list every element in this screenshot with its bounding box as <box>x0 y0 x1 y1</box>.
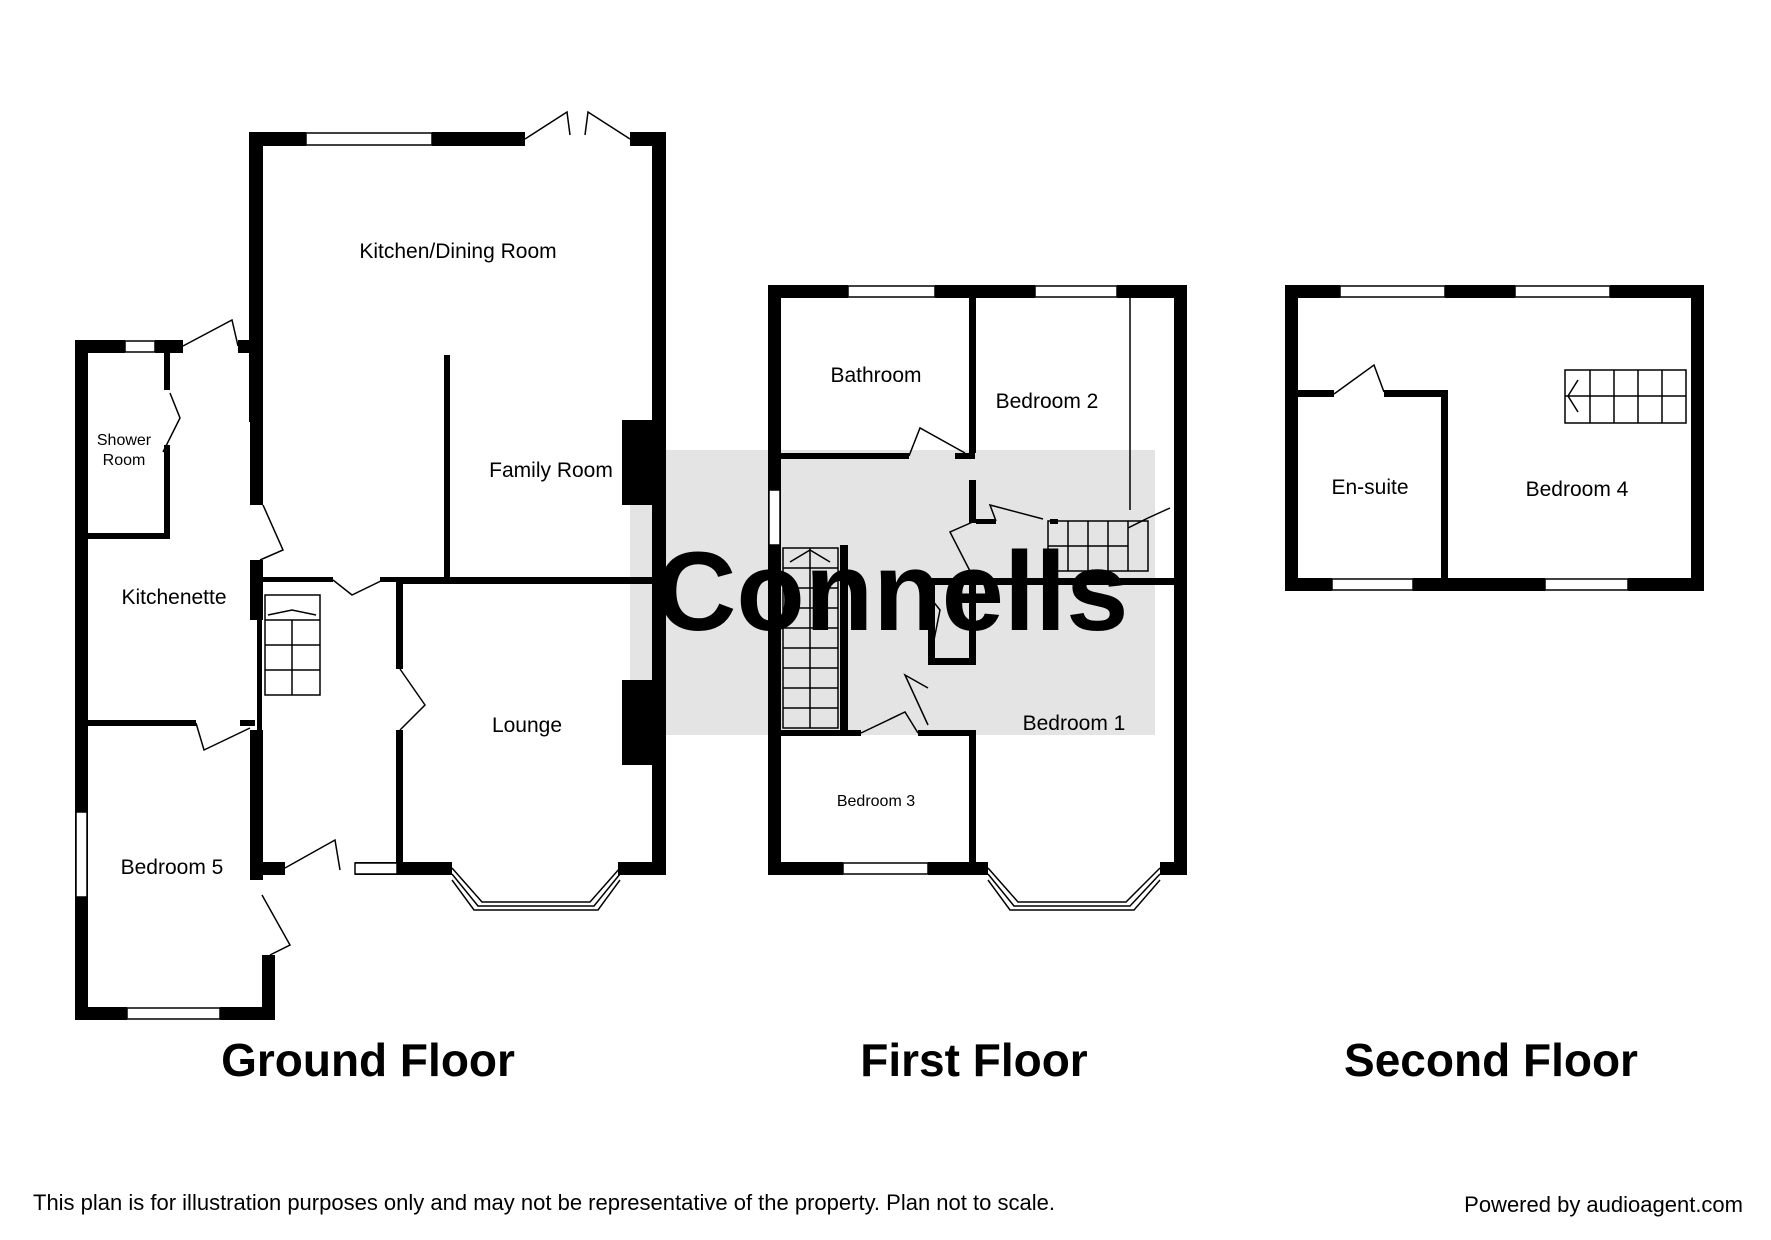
room-label-bedroom-4: Bedroom 4 <box>1526 478 1629 501</box>
first-floor-plan: Bathroom Bedroom 2 Bedroom 1 Bedroom 3 <box>768 285 1187 911</box>
room-label-bedroom-3: Bedroom 3 <box>837 793 915 810</box>
room-label-shower-room-line-1: Shower <box>97 432 152 449</box>
floor-title-second: Second Floor <box>1344 1034 1638 1086</box>
floor-title-ground: Ground Floor <box>221 1034 515 1086</box>
watermark: Connells <box>630 450 1155 735</box>
room-label-bedroom-5: Bedroom 5 <box>121 856 224 879</box>
room-label-family-room: Family Room <box>489 459 613 482</box>
room-label-lounge: Lounge <box>492 714 562 737</box>
floor-title-first: First Floor <box>860 1034 1088 1086</box>
ground-floor-plan: Kitchen/Dining Room Family Room Lounge K… <box>75 110 666 1020</box>
watermark-text: Connells <box>656 529 1129 654</box>
disclaimer-text: This plan is for illustration purposes o… <box>33 1190 1055 1215</box>
room-label-kitchen-dining: Kitchen/Dining Room <box>359 240 556 263</box>
room-label-en-suite: En-suite <box>1331 476 1408 499</box>
room-label-kitchenette: Kitchenette <box>121 586 226 609</box>
room-label-bedroom-1: Bedroom 1 <box>1023 712 1126 735</box>
room-label-shower-room-line-2: Room <box>103 452 146 469</box>
room-label-bathroom: Bathroom <box>830 364 921 387</box>
second-floor-plan: En-suite Bedroom 4 <box>1285 285 1704 591</box>
room-label-bedroom-2: Bedroom 2 <box>996 390 1099 413</box>
powered-by-credit: Powered by audioagent.com <box>1464 1192 1743 1217</box>
